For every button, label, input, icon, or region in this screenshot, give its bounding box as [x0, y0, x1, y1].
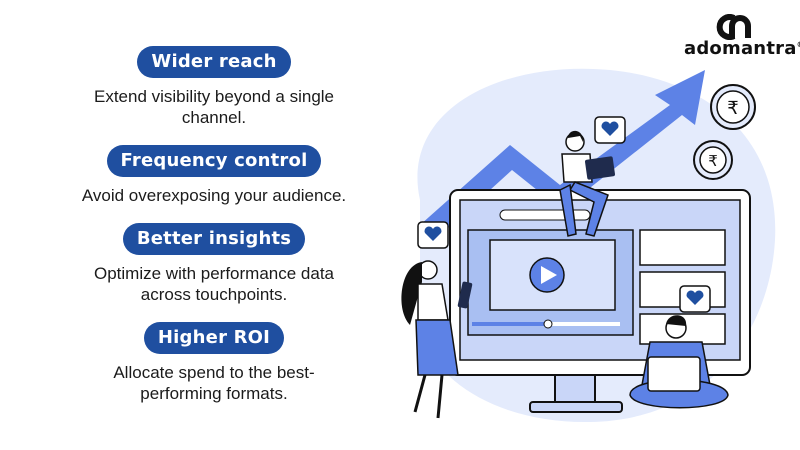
- benefits-list: Wider reach Extend visibility beyond a s…: [40, 46, 388, 421]
- benefit-frequency-control: Frequency control Avoid overexposing you…: [40, 145, 388, 206]
- benefit-higher-roi: Higher ROI Allocate spend to the best-pe…: [40, 322, 388, 404]
- brand-logo: adomantra®: [684, 14, 800, 62]
- rupee-coin-icon: ₹: [710, 84, 756, 130]
- rupee-coin-icon: ₹: [693, 140, 733, 180]
- logo-mark-icon: [716, 14, 751, 40]
- benefit-wider-reach: Wider reach Extend visibility beyond a s…: [40, 46, 388, 128]
- heart-bubble-icon: [679, 285, 711, 313]
- sidebar-panel: [639, 229, 726, 266]
- video-progress-knob: [543, 319, 553, 329]
- benefit-title: Better insights: [122, 223, 306, 255]
- brand-name: adomantra: [684, 38, 797, 59]
- play-triangle: [541, 266, 557, 284]
- logo-wordmark: adomantra®: [684, 38, 800, 59]
- marketing-illustration: ₹ ₹: [401, 68, 776, 423]
- rupee-symbol: ₹: [708, 152, 718, 170]
- heart-bubble-icon: [417, 221, 449, 249]
- benefit-better-insights: Better insights Optimize with performanc…: [40, 223, 388, 305]
- person-with-laptop-icon: [559, 130, 615, 237]
- woman-with-tablet-icon: [401, 260, 473, 419]
- benefit-description: Optimize with performance data across to…: [94, 264, 334, 304]
- benefit-title: Frequency control: [106, 145, 322, 177]
- rupee-symbol: ₹: [727, 98, 738, 119]
- benefit-description: Extend visibility beyond a single channe…: [93, 87, 335, 127]
- registered-mark: ®: [797, 40, 800, 49]
- search-bar: [499, 209, 591, 221]
- benefit-description: Avoid overexposing your audience.: [81, 186, 347, 205]
- monitor-base: [529, 401, 623, 413]
- man-with-laptop-icon: [629, 315, 729, 409]
- benefit-title: Higher ROI: [143, 322, 285, 354]
- benefit-description: Allocate spend to the best-performing fo…: [113, 363, 315, 403]
- benefit-title: Wider reach: [137, 46, 291, 78]
- heart-bubble-icon: [594, 116, 626, 144]
